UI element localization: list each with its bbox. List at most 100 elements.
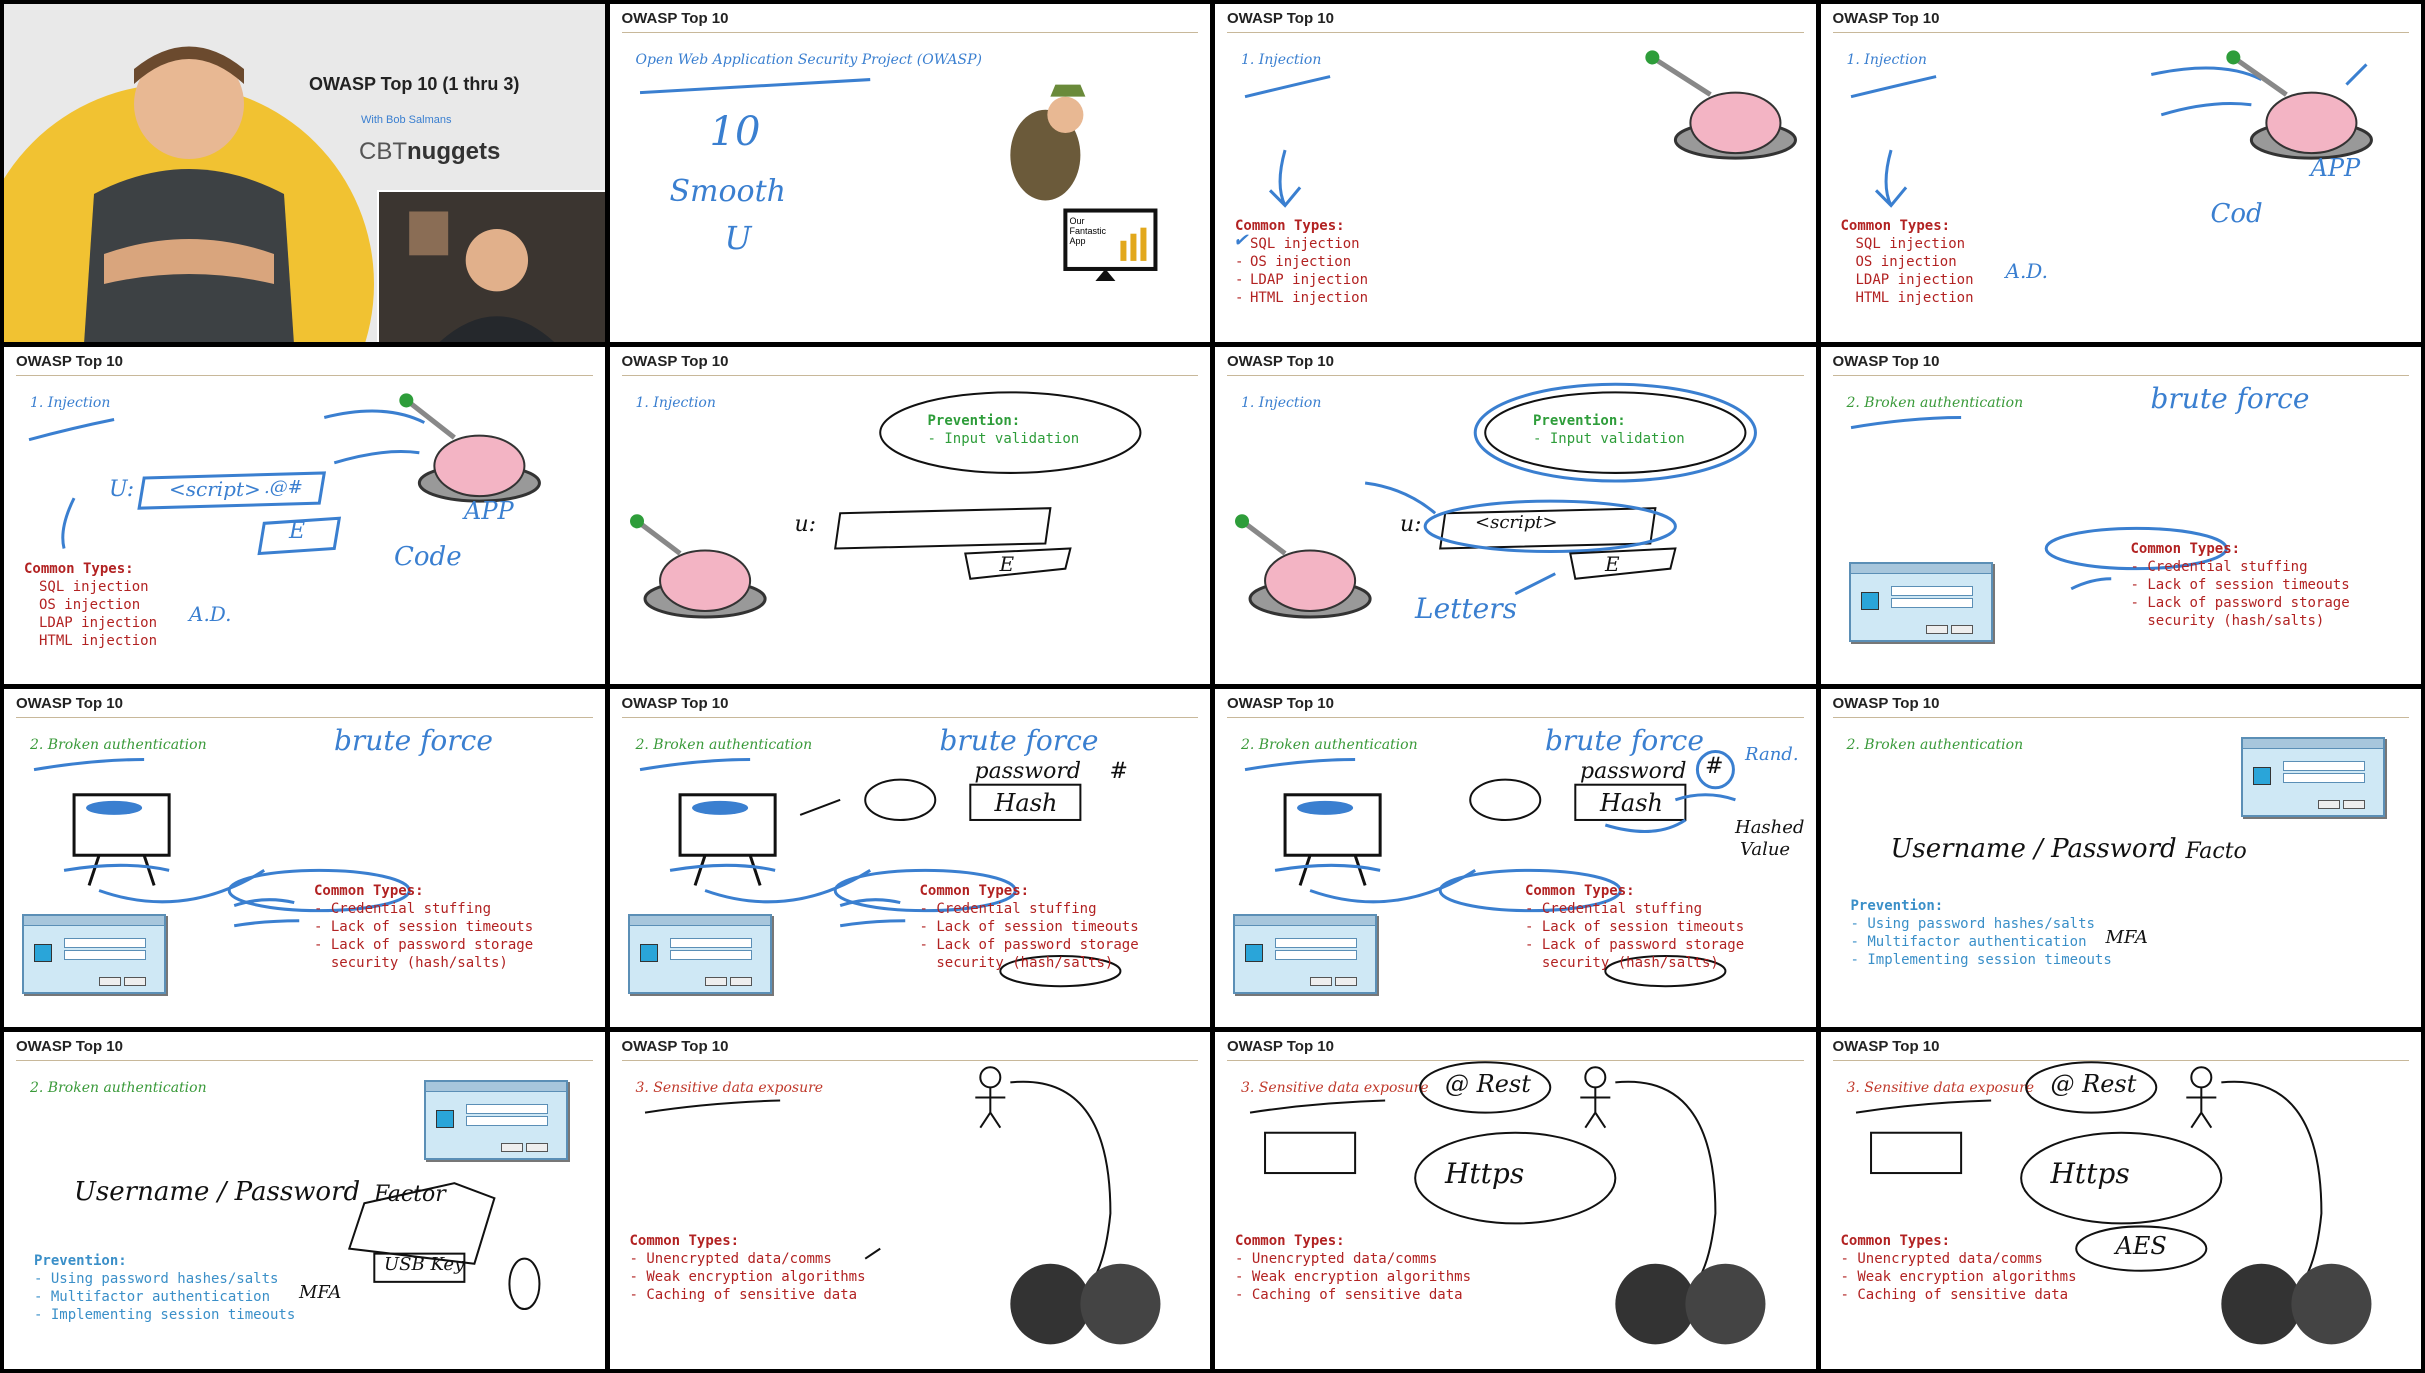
type-item: - Caching of sensitive data [629, 1286, 858, 1303]
check-icon: ✔ [1233, 230, 1249, 251]
hand-value: Value [1740, 839, 1791, 860]
turkey-icon [433, 434, 526, 497]
prevention-title: Prevention: [1850, 898, 1944, 914]
slide-header: OWASP Top 10 [1227, 352, 1334, 370]
types-title: Common Types: [1840, 1232, 1951, 1249]
type-item: - Caching of sensitive data [1235, 1286, 1463, 1303]
header-rule [621, 1059, 1198, 1061]
webcam-person [409, 211, 554, 342]
slide-header: OWASP Top 10 [1227, 10, 1334, 27]
header-rule [1227, 1059, 1804, 1061]
slide-subtitle: 1. Injection [1241, 394, 1322, 411]
stick-figure [978, 1065, 1001, 1088]
slide-header: OWASP Top 10 [1227, 1037, 1334, 1055]
slide-injection-1[interactable]: OWASP Top 10 1. Injection Common Types: … [1215, 4, 1816, 342]
hand-at-rest: @ Rest [2050, 1069, 2137, 1098]
login-dialog [1848, 561, 1993, 642]
slide-subtitle: 2. Broken authentication [30, 1079, 207, 1096]
slide-header: OWASP Top 10 [1832, 352, 1940, 370]
types-title: Common Types: [314, 883, 424, 899]
hand-at-rest: @ Rest [1445, 1069, 1531, 1098]
server-tubes-illustration [1615, 1263, 1766, 1344]
type-item: - Weak encryption algorithms [1840, 1268, 2077, 1285]
course-title: OWASP Top 10 (1 thru 3) [309, 74, 520, 94]
header-rule [1227, 32, 1804, 33]
slide-header: OWASP Top 10 [621, 352, 729, 370]
slide-title[interactable]: OWASP Top 10 (1 thru 3) With Bob Salmans… [4, 4, 605, 342]
slide-injection-prevention-2[interactable]: OWASP Top 10 1. Injection Prevention: - … [1215, 346, 1816, 684]
slide-broken-auth-prevention-2[interactable]: OWASP Top 10 2. Broken authentication Us… [4, 1031, 605, 1369]
hand-brute-force: brute force [334, 724, 493, 757]
slide-sensitive-data-1[interactable]: OWASP Top 10 3. Sensitive data exposure … [609, 1031, 1210, 1369]
hand-factor: Factor [374, 1181, 446, 1207]
turkey-icon [658, 549, 751, 612]
hand-aes: AES [2115, 1231, 2167, 1260]
stick-figure [1584, 1065, 1607, 1088]
types-title: Common Types: [919, 883, 1030, 899]
slide-injection-3[interactable]: OWASP Top 10 1. Injection U: <script> .@… [4, 346, 605, 684]
types-title: Common Types: [1235, 218, 1345, 234]
app-label: Our Fantastic App [1069, 216, 1107, 246]
login-dialog [22, 914, 166, 994]
header-rule [621, 717, 1198, 718]
data-rack-icon [1264, 1131, 1357, 1174]
login-dialog [2240, 737, 2385, 817]
slide-injection-prevention-1[interactable]: OWASP Top 10 1. Injection Prevention: - … [609, 346, 1210, 684]
slide-sensitive-data-2[interactable]: OWASP Top 10 3. Sensitive data exposure … [1215, 1031, 1816, 1369]
header-rule [1832, 717, 2409, 718]
type-item: - Credential stuffing [314, 901, 492, 917]
data-rack-icon [1869, 1131, 1962, 1174]
slide-header: OWASP Top 10 [16, 352, 123, 370]
slide-header: OWASP Top 10 [621, 10, 729, 27]
slide-broken-auth-1[interactable]: OWASP Top 10 2. Broken authentication br… [1820, 346, 2421, 684]
hand-code: Code [394, 541, 462, 572]
type-item: OS injection [1855, 254, 1957, 270]
hand-e: E [1605, 551, 1620, 576]
prevention-title: Prevention: [927, 412, 1021, 429]
ink-layer [33, 758, 411, 928]
hand-https: Https [1445, 1156, 1525, 1190]
ink-layer [1249, 1060, 1766, 1344]
type-item: - Lack of session timeouts [314, 919, 534, 935]
hand-cod: Cod [2210, 199, 2263, 229]
type-item: LDAP injection [39, 614, 158, 631]
types-title: Common Types: [2130, 540, 2241, 557]
header-rule [1832, 32, 2409, 33]
types-title: Common Types: [1235, 1232, 1345, 1249]
slide-injection-2[interactable]: OWASP Top 10 1. Injection APP Cod A.D. C… [1820, 4, 2421, 342]
slide-broken-auth-3[interactable]: OWASP Top 10 2. Broken authentication br… [609, 689, 1210, 1027]
slide-subtitle: 2. Broken authentication [30, 737, 207, 753]
slide-subtitle: 2. Broken authentication [635, 737, 813, 753]
prevention-item: - Implementing session timeouts [1850, 952, 2112, 968]
slide-broken-auth-4[interactable]: OWASP Top 10 2. Broken authentication br… [1215, 689, 1816, 1027]
slide-broken-auth-prevention-1[interactable]: OWASP Top 10 2. Broken authentication Us… [1820, 689, 2421, 1027]
login-dialog [424, 1079, 568, 1160]
ink-layer [1850, 415, 2228, 590]
ink-layer [629, 390, 1141, 619]
ink-layer [639, 78, 1157, 282]
slide-owasp-intro[interactable]: OWASP Top 10 Open Web Application Securi… [609, 4, 1210, 342]
type-item: security (hash/salts) [1525, 955, 1719, 971]
hand-symbols: .@# [264, 476, 303, 498]
slide-subtitle: 1. Injection [1846, 52, 1927, 68]
slide-broken-auth-2[interactable]: OWASP Top 10 2. Broken authentication br… [4, 689, 605, 1027]
hand-usb-key: USB Key [384, 1253, 465, 1275]
prevention-item: - Input validation [927, 430, 1080, 447]
slide-subtitle: 3. Sensitive data exposure [1241, 1079, 1429, 1096]
slide-subtitle: 2. Broken authentication [1846, 737, 2024, 753]
type-item: SQL injection [1250, 236, 1360, 252]
hand-mfa: MFA [2105, 927, 2148, 948]
slide-header: OWASP Top 10 [1832, 1037, 1940, 1055]
type-item: OS injection [39, 596, 141, 613]
hand-note-u: U [724, 219, 752, 257]
hand-hash-symbol: # [1109, 759, 1128, 784]
turkey-icon [1689, 91, 1782, 155]
prevention-title: Prevention: [1533, 412, 1626, 429]
turkey-icon [1264, 549, 1357, 612]
ink-layer [639, 758, 1121, 988]
cbt-nuggets-logo: CBTnuggets [359, 138, 500, 166]
prevention-item: - Multifactor authentication [34, 1288, 271, 1305]
slide-header: OWASP Top 10 [1227, 695, 1334, 712]
hand-username-password: Username / Password [74, 1176, 361, 1207]
slide-sensitive-data-3[interactable]: OWASP Top 10 3. Sensitive data exposure … [1820, 1031, 2421, 1369]
